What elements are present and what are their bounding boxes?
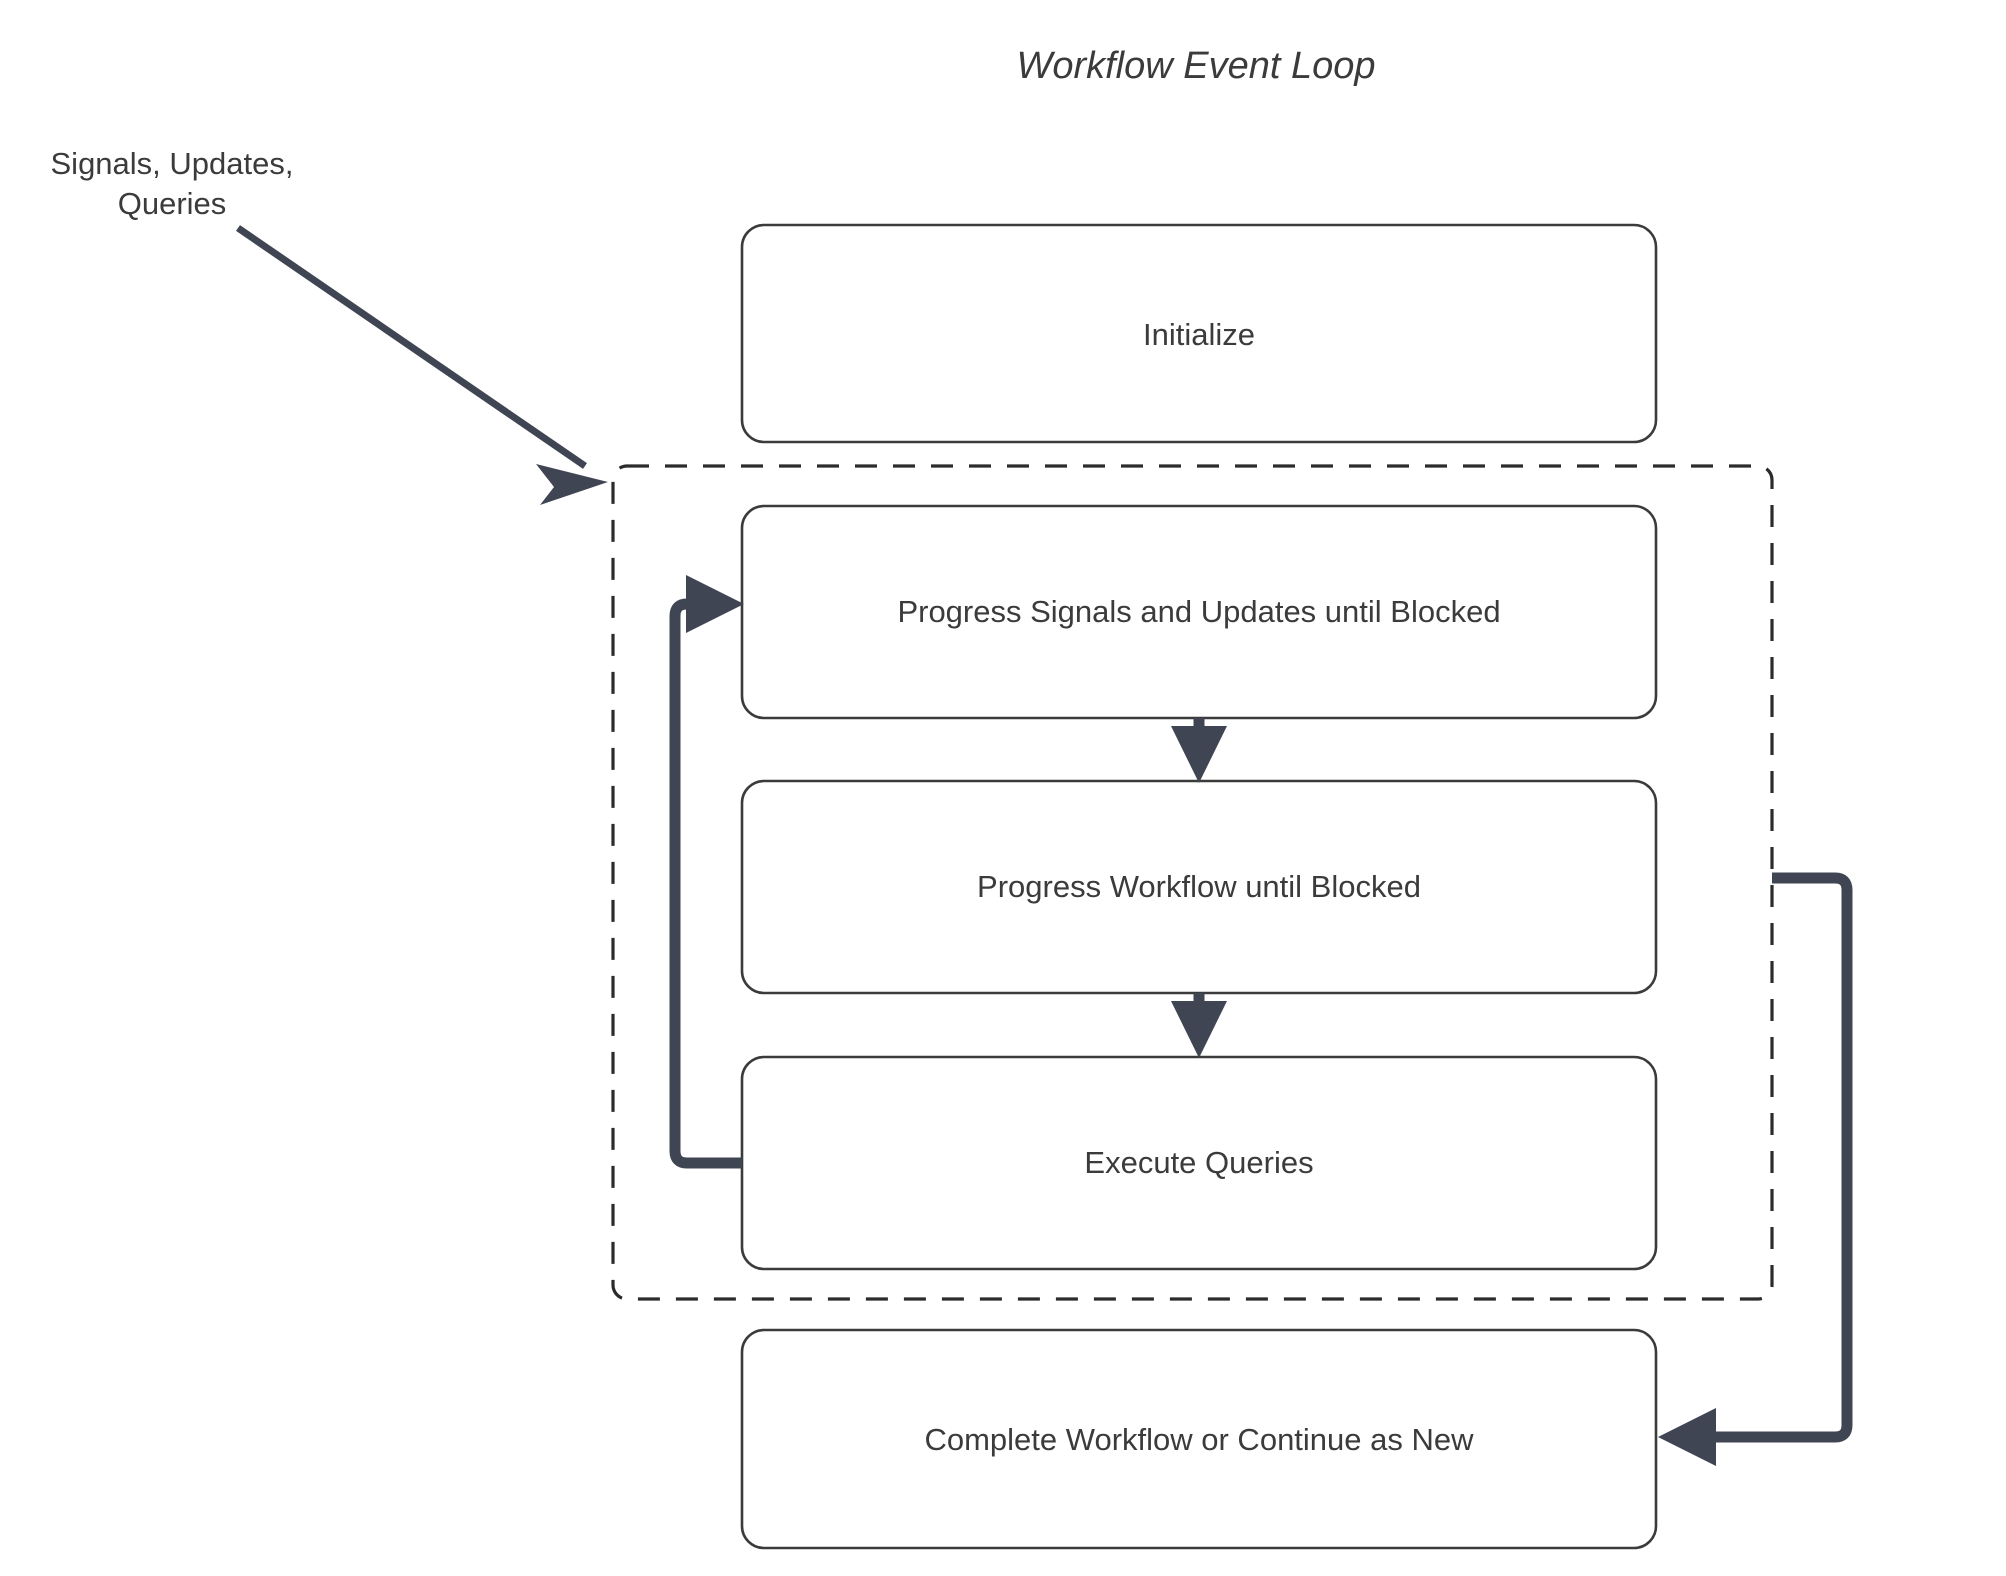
node-progress-workflow-label: Progress Workflow until Blocked <box>977 869 1421 904</box>
connector-loopback-to-signals <box>669 575 744 1169</box>
event-loop-container <box>611 464 1774 1301</box>
node-execute-queries-label: Execute Queries <box>1084 1145 1313 1180</box>
diagram-title: Workflow Event Loop <box>1016 45 1375 87</box>
node-progress-signals[interactable]: Progress Signals and Updates until Block… <box>740 504 1658 720</box>
node-execute-queries[interactable]: Execute Queries <box>740 1055 1658 1271</box>
connector-workflow-to-queries <box>1171 993 1227 1058</box>
node-initialize-label: Initialize <box>1143 317 1255 352</box>
node-progress-signals-label: Progress Signals and Updates until Block… <box>897 594 1500 629</box>
connector-signals-to-workflow <box>1171 718 1227 783</box>
external-input-arrow <box>236 225 608 505</box>
node-complete-workflow-box[interactable] <box>740 1328 1658 1550</box>
node-complete-workflow-label: Complete Workflow or Continue as New <box>924 1422 1474 1457</box>
external-input-label-line1: Signals, Updates, <box>51 146 294 181</box>
node-initialize[interactable]: Initialize <box>740 223 1658 444</box>
external-input-label-line2: Queries <box>118 186 227 221</box>
connector-loop-exit-to-complete <box>1658 872 1853 1466</box>
node-progress-workflow[interactable]: Progress Workflow until Blocked <box>740 779 1658 995</box>
node-complete-workflow[interactable]: Complete Workflow or Continue as New <box>740 1328 1658 1550</box>
node-initialize-box[interactable] <box>740 223 1658 444</box>
